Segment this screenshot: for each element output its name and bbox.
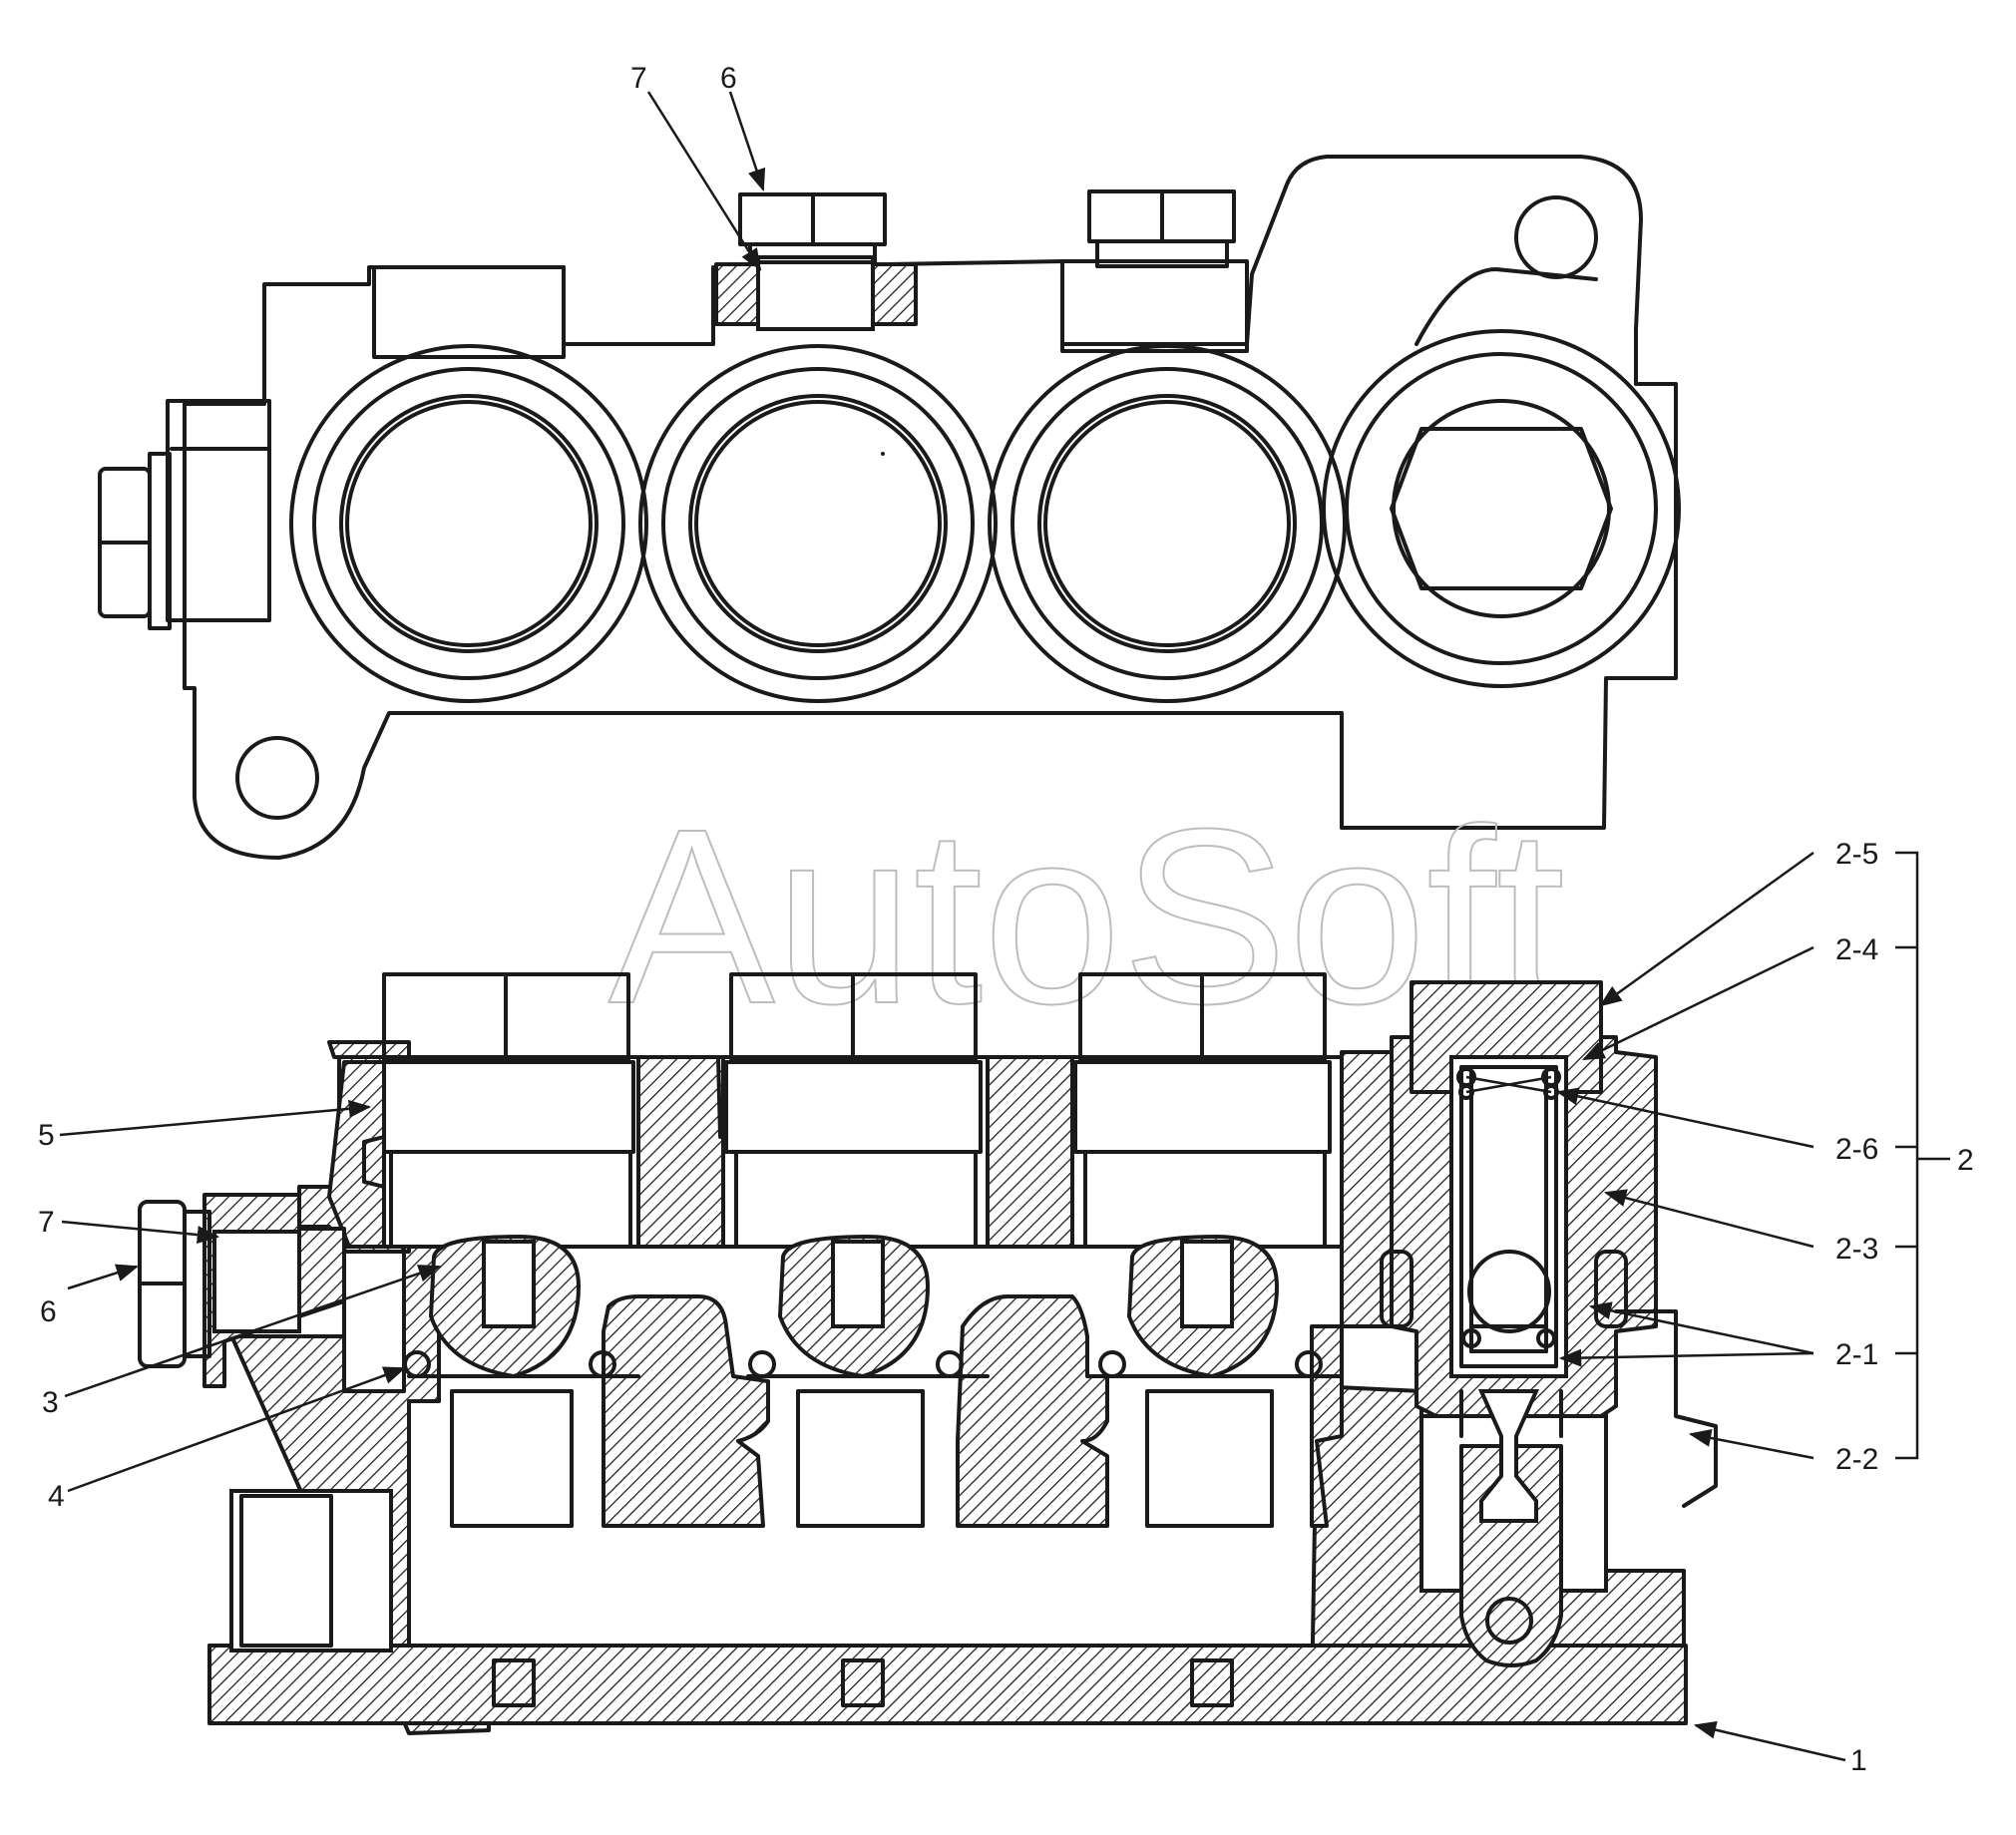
callout-labels: 7 6 5 7 6 3 4 2-5 2-4 2-6 2-3 2-1 2-2 2 … (38, 62, 1974, 1777)
spool-3 (1070, 972, 1344, 1528)
left-mount-hole (235, 736, 319, 820)
top-boss-1 (372, 265, 566, 359)
port-ring-2 (638, 344, 998, 703)
callout-top-6: 6 (720, 62, 737, 95)
callout-2-2: 2-2 (1835, 1443, 1878, 1476)
port-ring-4 (1322, 329, 1681, 688)
check-valve-assembly-2 (1380, 980, 1658, 1667)
top-boss-3 (1060, 259, 1249, 353)
spool-1 (382, 972, 640, 1528)
leader-lines (59, 91, 1950, 1762)
port-ring-3 (988, 344, 1347, 703)
callout-1: 1 (1850, 1744, 1867, 1777)
check-ball (1467, 1250, 1551, 1333)
spool-1-cap (382, 972, 630, 1061)
callout-2-1: 2-1 (1835, 1338, 1878, 1371)
spool-2-cap (729, 972, 978, 1061)
callout-4: 4 (48, 1480, 65, 1513)
lower-web-1 (602, 1294, 770, 1528)
body-web-4 (1340, 1050, 1394, 1328)
callout-left-7: 7 (38, 1206, 55, 1239)
section-view (138, 972, 1718, 1735)
callout-left-6: 6 (40, 1295, 57, 1328)
top-body-outline (183, 155, 1678, 860)
callout-2-6: 2-6 (1835, 1133, 1878, 1166)
callout-5: 5 (38, 1119, 55, 1152)
port-ring-1 (289, 344, 648, 703)
lower-web-2 (956, 1294, 1109, 1528)
callout-3: 3 (42, 1386, 59, 1419)
base-bottom-slab (207, 1644, 1688, 1725)
callout-2-4: 2-4 (1835, 933, 1878, 966)
body-web-3 (986, 1055, 1074, 1249)
right-mount-hole (1514, 195, 1598, 279)
callout-top-7: 7 (630, 62, 647, 95)
watermark: AutoSoft (608, 777, 1565, 1055)
spool-2 (721, 972, 990, 1528)
spool-3-cap (1078, 972, 1327, 1061)
callout-2-3: 2-3 (1835, 1233, 1878, 1266)
top-view (98, 155, 1681, 860)
callout-2: 2 (1957, 1144, 1974, 1177)
callout-2-5: 2-5 (1835, 838, 1878, 871)
